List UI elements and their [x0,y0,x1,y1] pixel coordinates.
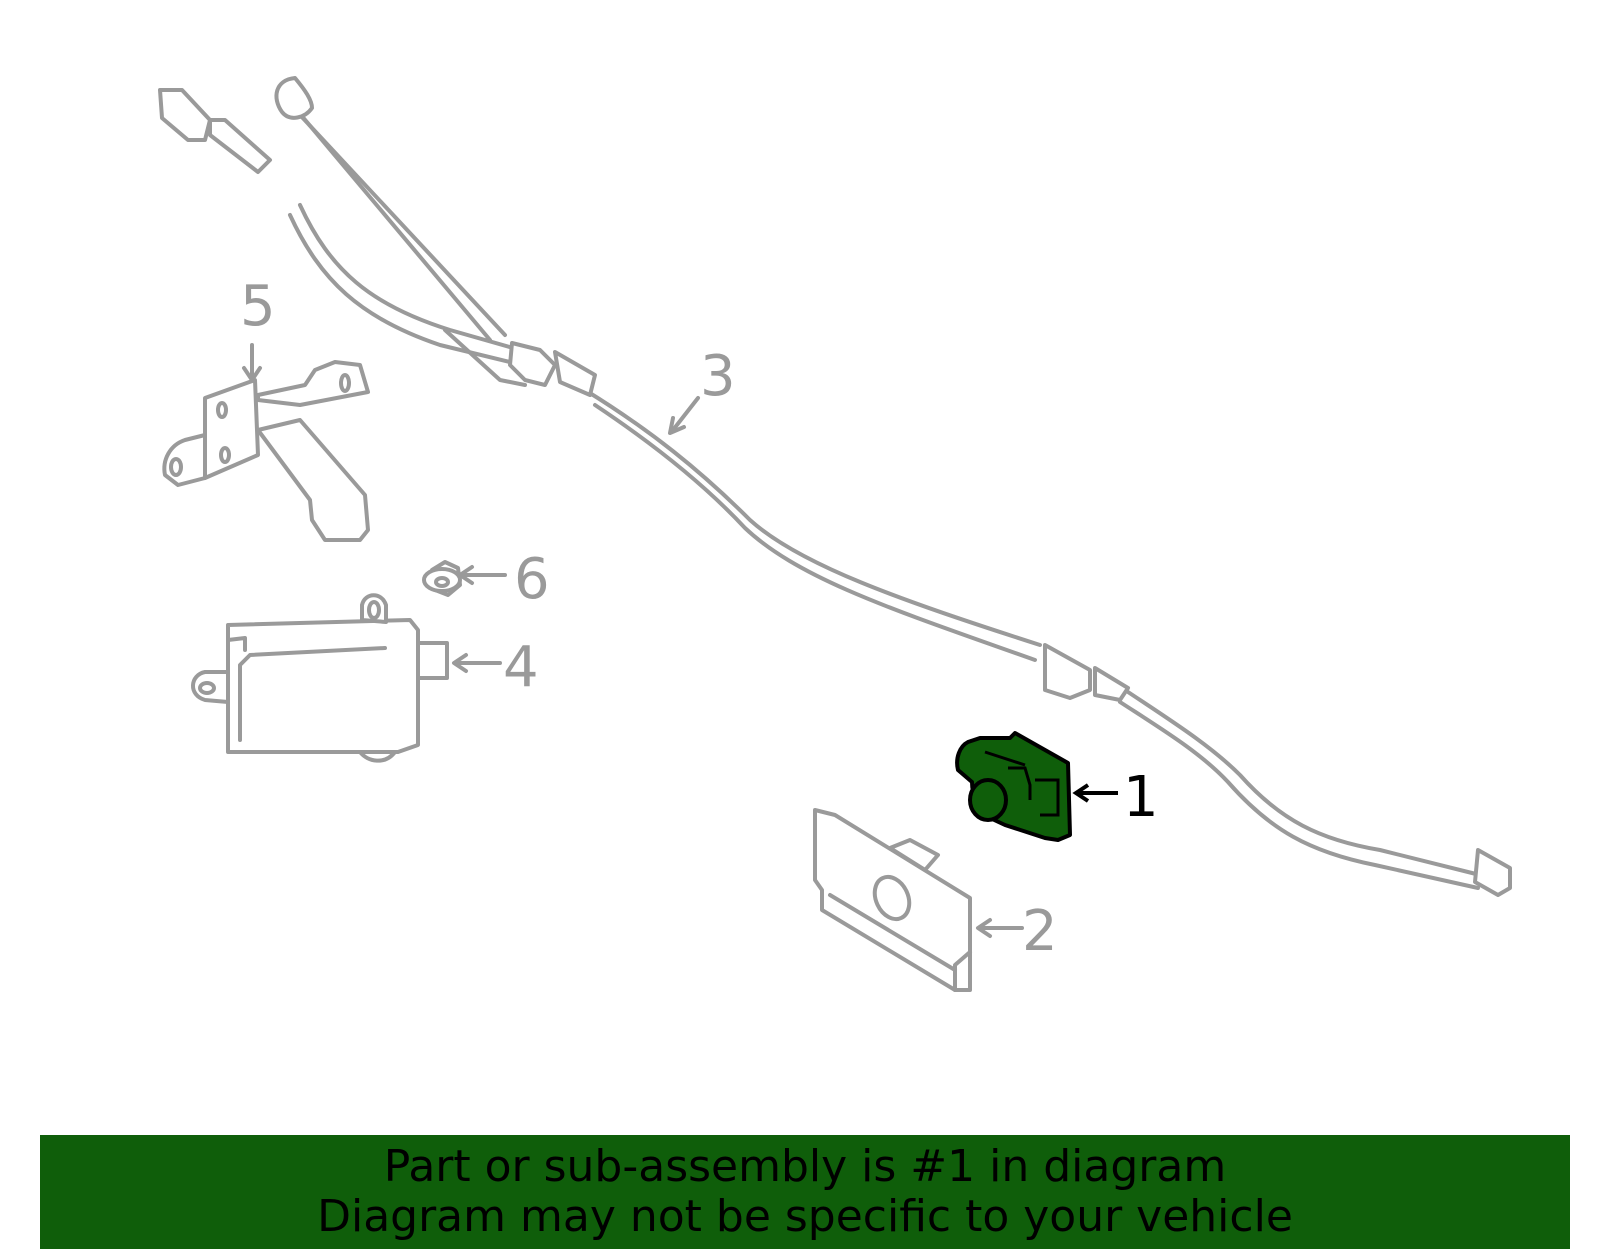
callout-5: 5 [240,274,276,339]
part-1-sensor [955,731,1118,842]
callout-6: 6 [514,547,550,612]
callout-3: 3 [700,344,736,409]
part-3-wiring-harness [158,76,1512,897]
callout-1: 1 [1123,765,1159,830]
callout-4: 4 [503,635,539,700]
leader-3-arrowhead [668,416,686,435]
banner-line-1: Part or sub-assembly is #1 in diagram [383,1141,1227,1192]
part-5-bracket [162,343,370,542]
banner-line-2: Diagram may not be specific to your vehi… [317,1191,1293,1242]
info-banner: Part or sub-assembly is #1 in diagram Di… [40,1135,1570,1249]
part-6-nut [422,560,507,597]
part-2-mounting-plate [813,808,1024,992]
part-4-control-module [191,593,502,763]
callout-2: 2 [1022,899,1058,964]
leader-3 [671,396,700,432]
